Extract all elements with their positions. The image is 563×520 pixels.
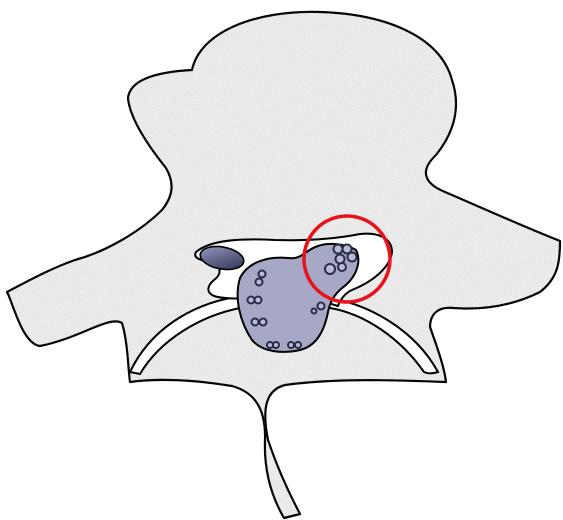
nerve-root <box>338 263 346 271</box>
nerve-root <box>318 303 325 310</box>
nerve-root <box>255 297 262 304</box>
nerve-root <box>312 309 317 314</box>
nerve-root <box>260 319 267 326</box>
nerve-root <box>325 264 335 274</box>
nerve-root <box>334 245 343 254</box>
nerve-root <box>295 342 301 348</box>
nerve-root <box>252 319 259 326</box>
nerve-root <box>259 271 266 278</box>
nerve-root <box>273 342 279 348</box>
nerve-root <box>348 253 357 262</box>
nerve-root <box>288 342 294 348</box>
nerve-root <box>248 297 255 304</box>
nerve-root <box>256 279 263 286</box>
